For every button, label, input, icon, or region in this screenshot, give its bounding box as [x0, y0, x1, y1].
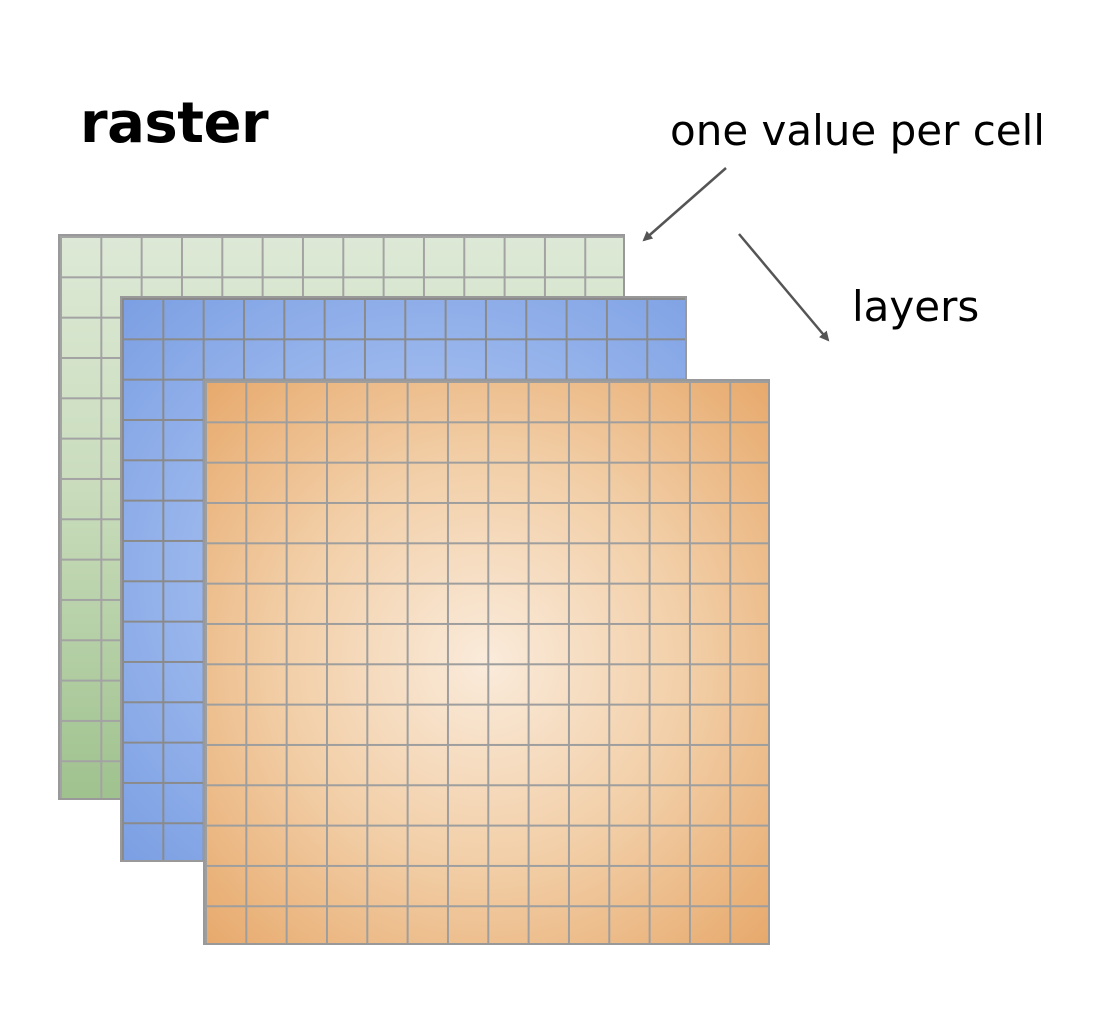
- layers-annotation-label: layers: [852, 282, 980, 331]
- diagram-title: raster: [80, 91, 269, 156]
- cell-pointer-arrow: [642, 167, 727, 242]
- cell-annotation-label: one value per cell: [670, 106, 1045, 155]
- layers-direction-arrow: [738, 233, 830, 342]
- raster-layer-orange: [203, 379, 770, 945]
